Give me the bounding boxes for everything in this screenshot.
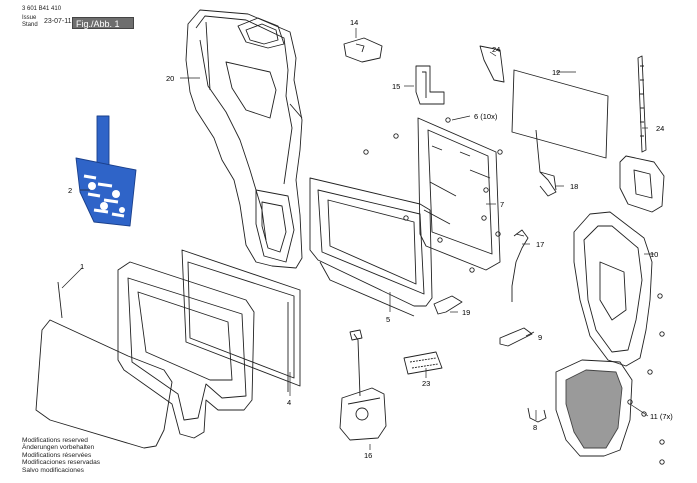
callout-2: 2	[68, 186, 72, 195]
callout-6: 6 (10x)	[474, 112, 498, 121]
callout-15: 15	[392, 82, 400, 91]
part-5-display-module	[309, 177, 433, 317]
part-17-spring	[511, 229, 529, 302]
callout-16: 16	[364, 451, 372, 460]
footer-line-es: Modificaciones reservadas	[22, 459, 101, 467]
part-10-side-housing	[573, 211, 653, 367]
part-8-hook	[527, 407, 547, 423]
callout-11: 11 (7x)	[650, 412, 673, 421]
callout-9: 9	[538, 333, 542, 342]
issue-label: Issue	[22, 15, 37, 21]
part-1-display-frame	[117, 261, 255, 439]
callout-8: 8	[533, 423, 537, 432]
screws-part-11	[627, 293, 665, 465]
figure-tag: Fig./Abb. 1	[72, 17, 134, 29]
part-1-back-cover	[35, 281, 173, 449]
part-4-display-glass	[181, 249, 301, 392]
callout-labels: 20 2 1 4 5 6 (10x) 7 9 10 11 (7x) 12 14 …	[68, 18, 673, 460]
callout-10: 10	[650, 250, 658, 259]
issue-date: 23-07-11	[44, 18, 72, 25]
callout-1: 1	[80, 262, 84, 271]
callout-24-tag: 24	[492, 45, 500, 54]
callout-14: 14	[350, 18, 358, 27]
part-19-connector	[433, 295, 463, 315]
part-24-tag	[479, 45, 505, 83]
callout-20: 20	[166, 74, 174, 83]
part-16-sensor	[339, 329, 387, 441]
doc-number: 3 601 B41 410	[22, 6, 62, 12]
callout-18: 18	[570, 182, 578, 191]
callout-23: 23	[422, 379, 430, 388]
footer-line-de: Änderungen vorbehalten	[22, 444, 95, 452]
callout-24-rod: 24	[656, 124, 664, 133]
callout-7: 7	[500, 200, 504, 209]
part-18-clip	[535, 129, 557, 197]
part-9-slider	[499, 327, 533, 347]
part-24-rod	[619, 55, 665, 213]
part-7-chassis	[417, 117, 501, 271]
screws-part-6	[363, 117, 503, 273]
modifications-notice: Modifications reserved Änderungen vorbeh…	[22, 437, 100, 474]
callout-17: 17	[536, 240, 544, 249]
part-2-blue-part	[75, 115, 137, 227]
stand-label: Stand	[22, 22, 38, 28]
part-23-label	[403, 351, 443, 375]
part-11-handle	[555, 359, 633, 457]
part-20-housing	[185, 9, 303, 269]
part-15-bracket	[415, 65, 445, 105]
leader-lines	[61, 28, 654, 450]
callout-4: 4	[287, 398, 291, 407]
footer-line-es2: Salvo modificaciones	[22, 466, 84, 474]
callout-5: 5	[386, 315, 390, 324]
callout-12: 12	[552, 68, 560, 77]
part-14-cap	[343, 37, 383, 63]
callout-19: 19	[462, 308, 470, 317]
part-12-foil	[511, 69, 609, 159]
footer-line-en: Modifications reserved	[22, 437, 88, 444]
footer-line-fr: Modifications réservées	[22, 451, 92, 459]
